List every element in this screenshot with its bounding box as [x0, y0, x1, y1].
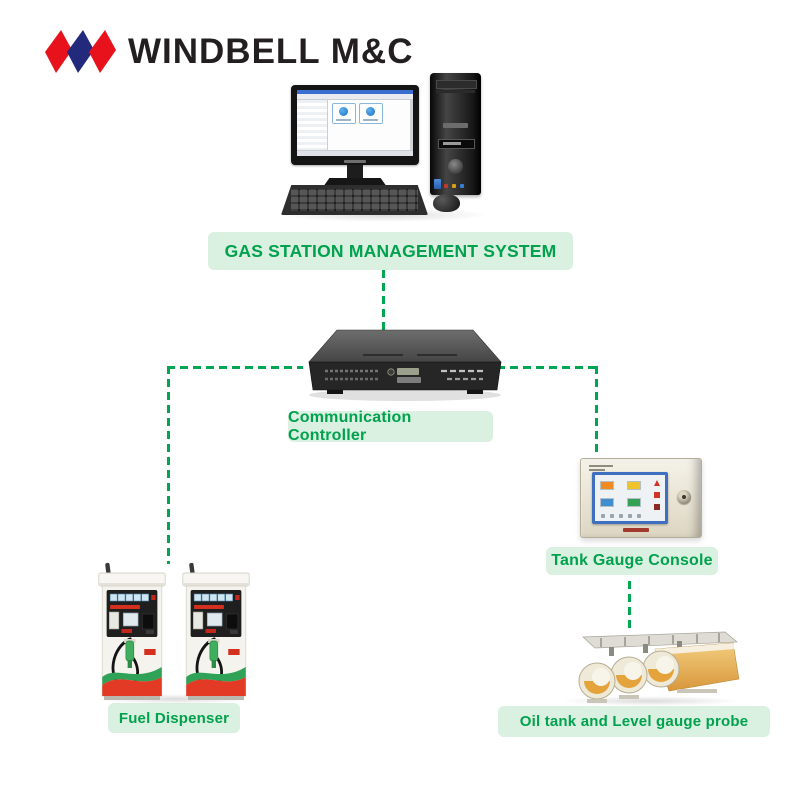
fuel-dispenser-device	[182, 562, 250, 700]
menu-icon	[628, 514, 632, 518]
screen-menubar	[297, 94, 413, 100]
led-amber	[452, 184, 456, 188]
windbell-diamonds-icon	[45, 30, 116, 73]
tank-level-bar-green	[627, 498, 641, 507]
label-fuel-dispenser: Fuel Dispenser	[108, 703, 240, 733]
connector-to-tank-console	[595, 366, 598, 456]
fuel-dispenser-device	[98, 562, 166, 700]
console-brand-logo	[623, 528, 649, 532]
monitor-screen	[297, 90, 413, 156]
label-oil-tank: Oil tank and Level gauge probe	[498, 706, 770, 737]
tower-leds	[444, 184, 464, 188]
tower-power-button	[448, 159, 463, 174]
console-screen-content	[595, 475, 665, 521]
keyboard-keys	[291, 189, 418, 211]
alarm-indicator	[654, 504, 660, 510]
alarm-indicator	[654, 492, 660, 498]
console-title-text	[589, 465, 613, 467]
screen-data-grid	[297, 100, 328, 151]
console-menu-icons	[601, 514, 641, 518]
screen-titlebar	[297, 90, 413, 94]
console-subtitle-text	[589, 469, 605, 471]
app-card-icon	[339, 107, 348, 116]
menu-icon	[619, 514, 623, 518]
card-reader-slot	[443, 142, 461, 145]
console-screen	[592, 472, 668, 524]
label-tank-gauge-console: Tank Gauge Console	[546, 547, 718, 575]
keyhole-center	[682, 495, 686, 499]
alarm-indicator	[654, 480, 660, 486]
tank-level-bar-yellow	[627, 481, 641, 490]
screen-app-card	[359, 103, 383, 124]
menu-icon	[610, 514, 614, 518]
dispenser-shadow	[95, 694, 255, 704]
monitor-stand-base	[323, 178, 387, 187]
led-red	[444, 184, 448, 188]
connector-to-fuel-dispenser	[167, 366, 170, 564]
tank-gauge-console-device	[580, 458, 702, 538]
mouse	[433, 194, 460, 212]
windbell-logo: WINDBELL M&C	[44, 28, 414, 76]
oil-tank-shadow	[560, 696, 740, 706]
label-communication-controller: Communication Controller	[288, 409, 493, 444]
connector-management-to-controller	[382, 270, 385, 332]
logo-text: WINDBELL M&C	[128, 32, 414, 71]
led-blue	[460, 184, 464, 188]
monitor-brand-label	[344, 160, 366, 163]
menu-icon	[601, 514, 605, 518]
keyboard	[281, 185, 428, 215]
connector-console-to-oil-tank	[628, 581, 631, 631]
console-lock-keyhole	[677, 490, 691, 504]
screen-app-card	[332, 103, 356, 124]
tower-optical-drive	[436, 80, 477, 89]
monitor-stand-neck	[347, 165, 363, 178]
screen-scrollbar	[410, 100, 413, 151]
app-card-icon	[366, 107, 375, 116]
connector-left-horizontal	[167, 366, 303, 369]
tower-drive-slot	[436, 90, 475, 93]
computer-tower	[430, 73, 481, 195]
oil-tank-device	[578, 631, 740, 703]
app-card-caption	[363, 119, 378, 121]
communication-controller-device	[308, 329, 502, 401]
tower-sticker	[434, 179, 441, 189]
tower-brand-badge	[443, 123, 468, 128]
connector-right-horizontal	[458, 366, 598, 369]
monitor	[291, 85, 419, 165]
label-management-system: GAS STATION MANAGEMENT SYSTEM	[208, 232, 573, 270]
tank-level-bar-orange	[600, 481, 614, 490]
tank-level-bar-blue	[600, 498, 614, 507]
app-card-caption	[336, 119, 351, 121]
tower-card-reader	[438, 139, 475, 149]
screen-statusbar	[297, 150, 413, 156]
menu-icon	[637, 514, 641, 518]
